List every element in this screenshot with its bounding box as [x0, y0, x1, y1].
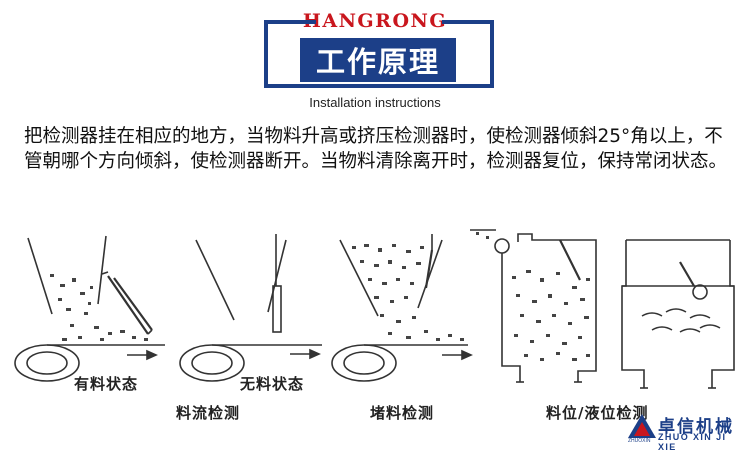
liquid-detector — [679, 261, 695, 287]
hopper-right-wall-1 — [97, 235, 107, 305]
company-logo: ZHUOXIN 卓信机械 ZHUO XIN JI XIE — [628, 412, 746, 452]
caption-flow-detect: 料流检测 — [176, 404, 241, 422]
level-detector-4 — [559, 239, 581, 281]
tilted-detector-1 — [107, 275, 149, 335]
material-particles — [50, 232, 590, 361]
flow-arrow-2 — [309, 348, 321, 360]
header: HANGRONG 工作原理 Installation instructions — [0, 0, 750, 118]
silo-right-wall — [517, 233, 597, 382]
logo-mark-icon — [628, 414, 656, 438]
description-text: 把检测器挂在相应的地方，当物料升高或挤压检测器时，使检测器倾斜25°角以上，不管… — [24, 126, 728, 172]
hopper-left-wall-1 — [27, 237, 53, 315]
page-subtitle: Installation instructions — [309, 95, 441, 110]
title-frame — [264, 20, 494, 88]
tank-left-wall — [621, 240, 645, 388]
hopper-left-wall-2 — [195, 239, 235, 321]
logo-name-cn: 卓信机械 — [658, 417, 734, 437]
liquid-waves — [641, 308, 721, 333]
hopper-right-wall-2 — [267, 239, 287, 313]
caption-blockage-detect: 堵料检测 — [370, 404, 435, 422]
working-principle-diagram: 有料状态 无料状态 料流检测 堵料检测 料位/液位检测 — [0, 216, 750, 449]
hopper-left-wall-3 — [339, 239, 379, 317]
page-title: 工作原理 — [300, 38, 456, 82]
logo-mark-text: ZHUOXIN — [628, 438, 651, 444]
level-detector-pivot — [494, 238, 510, 254]
conveyor-roller-1 — [14, 344, 80, 382]
flow-arrow-1 — [146, 349, 158, 361]
silo-left-wall — [501, 253, 521, 382]
tilted-detector-3 — [424, 249, 434, 289]
flow-arrow-3 — [461, 349, 473, 361]
float-ball — [692, 284, 708, 300]
tank-right-wall — [711, 240, 735, 388]
brand-name: HANGRONG — [302, 10, 448, 32]
caption-no-material: 无料状态 — [240, 375, 305, 393]
title-frame-top-right — [442, 20, 494, 24]
diagram-illustration — [14, 229, 735, 389]
conveyor-roller-2 — [179, 344, 245, 382]
caption-level-detect: 料位/液位检测 — [546, 404, 649, 422]
vertical-detector-2 — [272, 285, 282, 333]
hopper-right-wall-3 — [417, 239, 443, 309]
conveyor-roller-3 — [331, 344, 397, 382]
caption-with-material: 有料状态 — [74, 375, 139, 393]
logo-name-en: ZHUO XIN JI XIE — [658, 432, 727, 452]
title-frame-top-left — [264, 20, 316, 24]
